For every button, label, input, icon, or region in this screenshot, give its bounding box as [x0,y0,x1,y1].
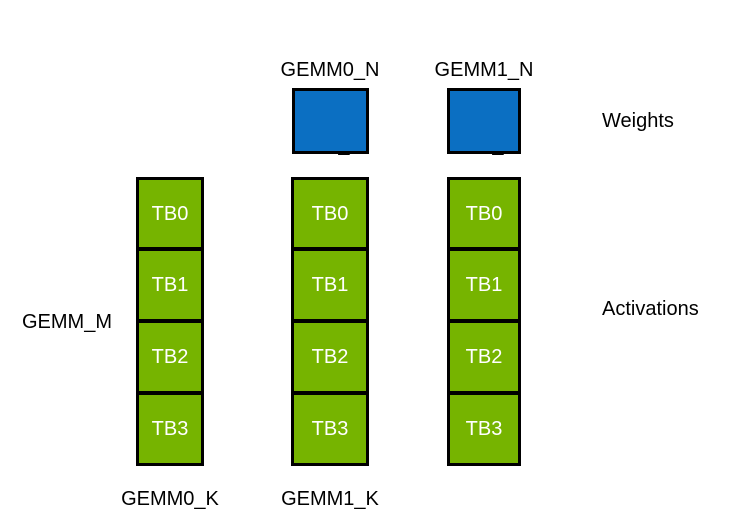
activations-row-label: Activations [602,298,699,320]
gemm0-weights-block [292,88,369,154]
activations-column-0: TB0 TB1 TB2 TB3 [136,177,204,466]
activations-column-1: TB0 TB1 TB2 TB3 [291,177,369,466]
tb-cell: TB3 [447,393,521,466]
tb-cell: TB0 [136,177,204,250]
tb-cell: TB0 [291,177,369,250]
tb-cell: TB3 [291,393,369,466]
tb-cell: TB2 [291,321,369,394]
tb-cell: TB1 [447,249,521,322]
tb-cell: TB1 [136,249,204,322]
tb-cell: TB2 [136,321,204,394]
gemm1-weights-block [447,88,521,154]
activations-column-2: TB0 TB1 TB2 TB3 [447,177,521,466]
gemm1-k-label: GEMM1_K [281,488,379,510]
tb-cell: TB3 [136,393,204,466]
tb-cell: TB0 [447,177,521,250]
gemm1-n-label-line1: GEMM1_N [434,59,534,81]
weights-row-label: Weights [602,110,674,132]
gemm-m-label: GEMM_M [22,311,112,333]
gemm0-k-label: GEMM0_K [121,488,219,510]
gemm0-n-label-line1: GEMM0_N [280,59,380,81]
tb-cell: TB1 [291,249,369,322]
tb-cell: TB2 [447,321,521,394]
